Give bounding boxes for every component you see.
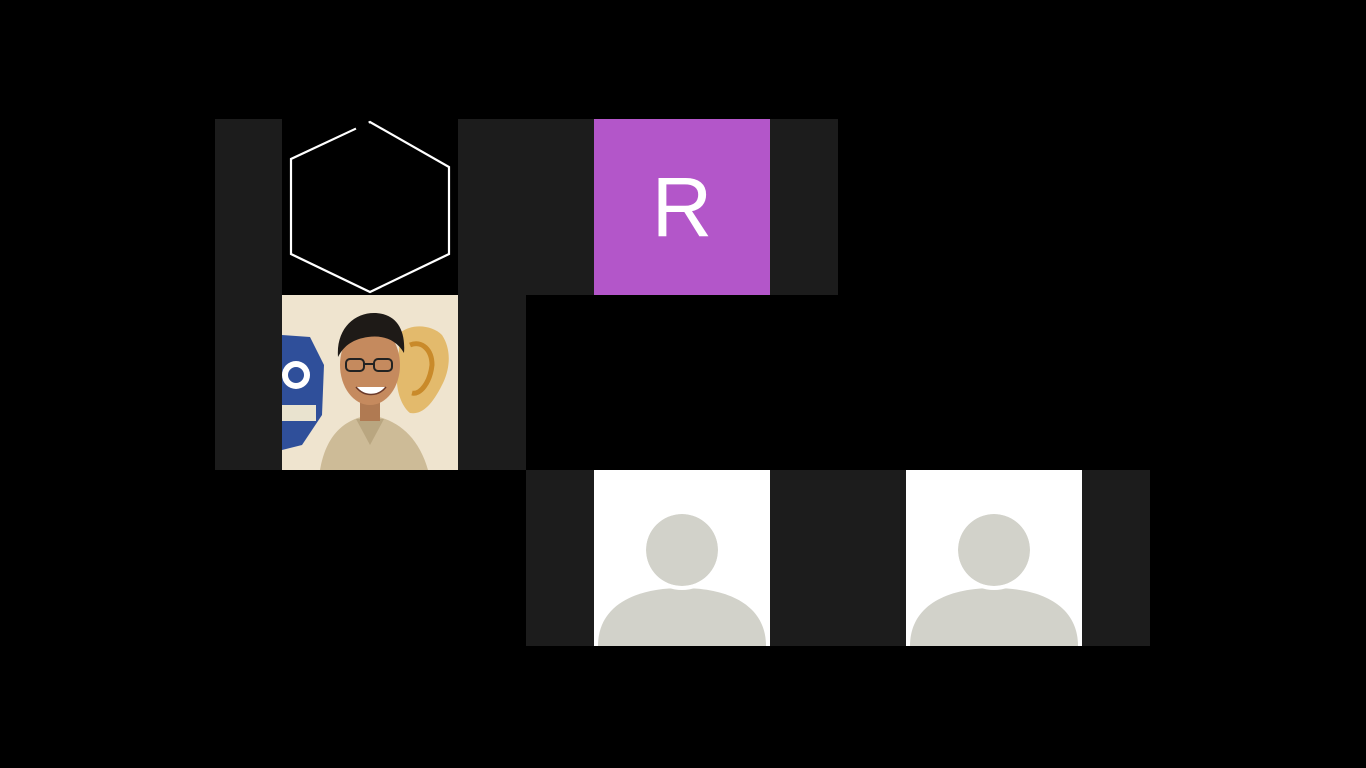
avatar-initial: R: [651, 160, 713, 254]
person-placeholder-icon: [910, 510, 1078, 646]
participant-avatar: R: [594, 119, 770, 295]
participant-tile[interactable]: [215, 119, 526, 295]
participant-video: [282, 295, 458, 470]
participant-tile[interactable]: [838, 470, 1150, 646]
hexagon-icon: [289, 120, 451, 294]
participant-avatar: [594, 470, 770, 646]
person-placeholder-icon: [598, 510, 766, 646]
participant-tile[interactable]: [215, 295, 526, 470]
participant-avatar: [906, 470, 1082, 646]
person-video: [282, 295, 458, 470]
participant-avatar: [282, 119, 458, 295]
participant-tile[interactable]: [526, 470, 838, 646]
participant-tile[interactable]: R: [526, 119, 838, 295]
